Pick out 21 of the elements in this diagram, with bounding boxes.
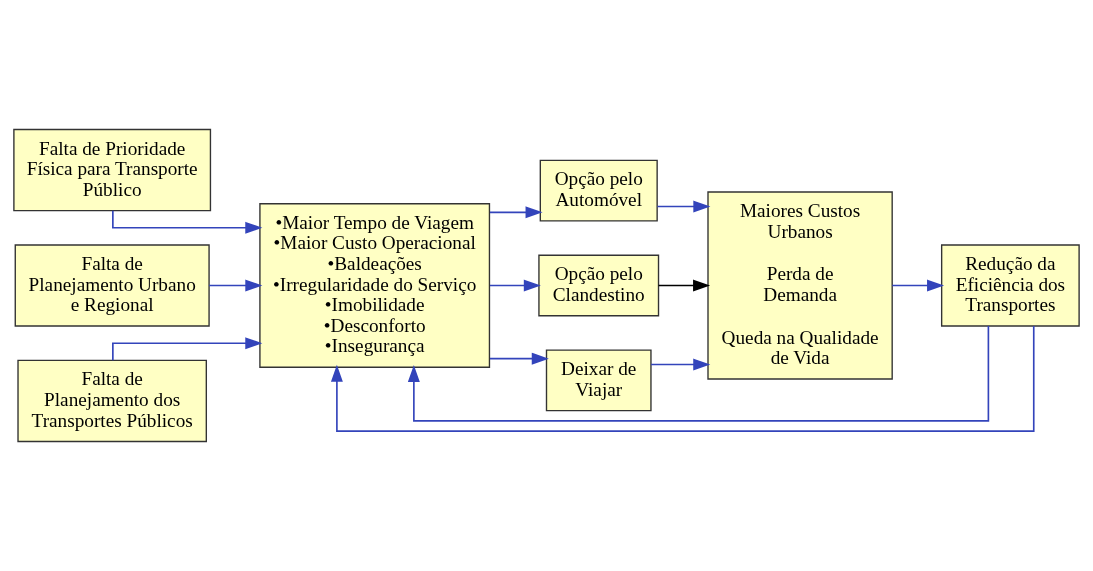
arrow — [650, 358, 711, 371]
arrow — [208, 279, 263, 292]
node-box: Falta de Planejamento dos Transportes Públicos — [17, 359, 207, 443]
arrow — [489, 279, 541, 292]
node-box: •Maior Tempo de Viagem •Maior Custo Operacional •Baldeações •Irregularidade do Serviço •Imobilidade •Desconforto •Insegurança — [259, 203, 491, 368]
node-box: Falta de Planejamento Urbano e Regional — [14, 244, 210, 327]
arrow — [407, 325, 990, 422]
arrow — [489, 352, 549, 365]
arrow — [330, 325, 1035, 432]
node-box: Opção pelo Clandestino — [538, 254, 660, 317]
node-box: Deixar de Viajar — [545, 349, 652, 412]
node-box: Opção pelo Automóvel — [539, 159, 658, 222]
arrow — [657, 279, 711, 292]
arrow — [891, 279, 945, 292]
node-box: Redução da Eficiência dos Transportes — [940, 244, 1080, 327]
arrow — [112, 209, 263, 234]
arrow — [112, 337, 263, 362]
node-box: Falta de Prioridade Física para Transporte Público — [13, 128, 212, 212]
node-box: Maiores Custos Urbanos Perda de Demanda Queda na Qualidade de Vida — [707, 191, 893, 380]
arrow — [656, 200, 711, 213]
arrow — [489, 206, 543, 219]
